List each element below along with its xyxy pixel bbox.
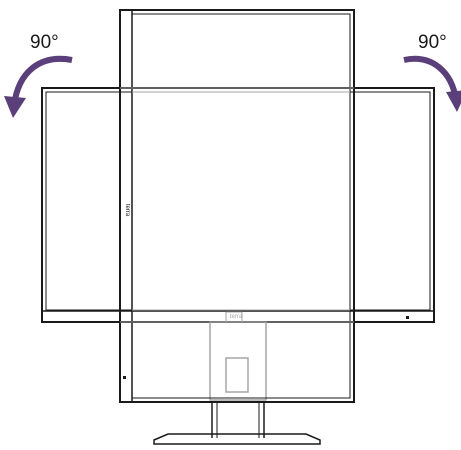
rotation-arrowhead-right [446,90,461,112]
portrait-outer-frame [119,9,355,403]
landscape-power-led [406,316,409,319]
portrait-screen [131,13,351,399]
rotation-arrowhead-left [4,96,26,118]
landscape-logo: terra [230,314,243,320]
landscape-monitor: terra [41,87,435,401]
landscape-screen [45,91,431,311]
landscape-stand-neck [209,321,267,401]
portrait-monitor: terra [119,9,355,403]
landscape-outer-frame [41,87,435,323]
portrait-power-led [123,376,126,379]
rotation-label-right: 90° [418,32,447,53]
stand [153,402,321,445]
overlap-guides [120,87,354,323]
rotation-label-left: 90° [30,32,59,53]
portrait-logo: terra [124,204,130,217]
stand-base [153,433,321,445]
landscape-stand-cable-slot [225,357,249,393]
rotation-arrow-left [11,55,73,107]
